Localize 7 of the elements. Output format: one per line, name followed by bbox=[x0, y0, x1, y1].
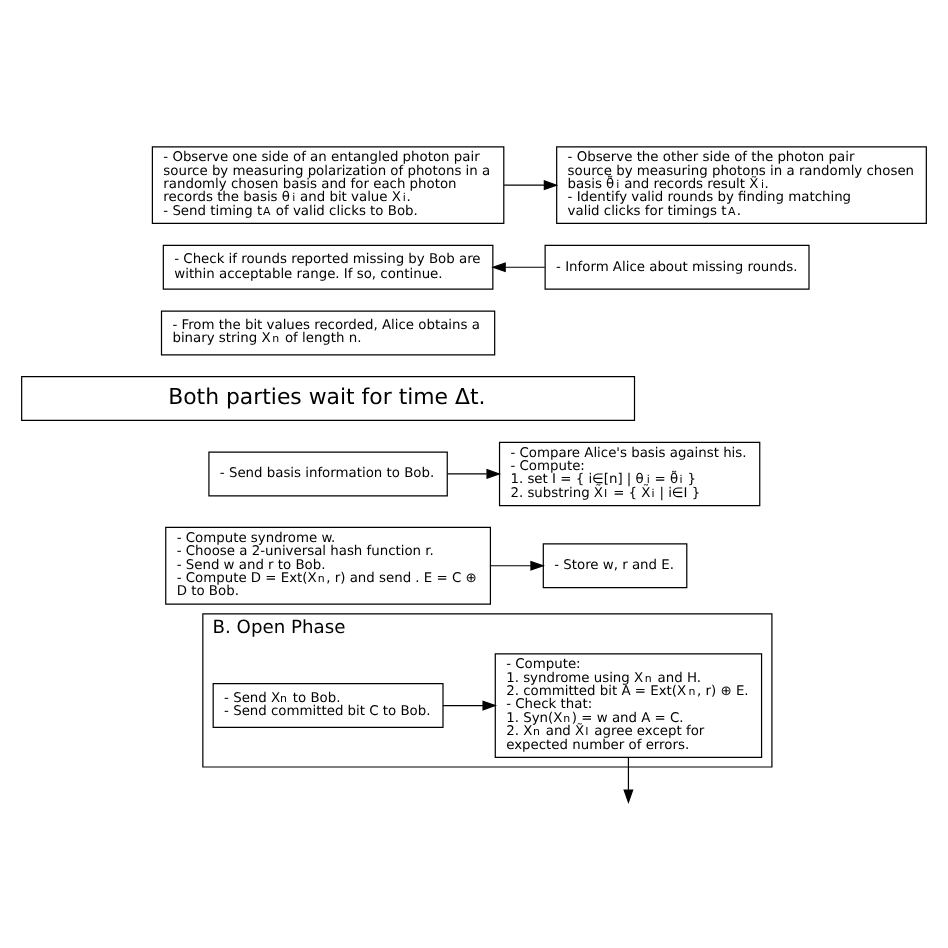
arrow bbox=[447, 467, 502, 479]
arrow bbox=[503, 179, 559, 190]
arrow bbox=[623, 755, 634, 804]
arrow bbox=[490, 559, 545, 570]
arrow bbox=[442, 699, 498, 710]
node-box: Both parties wait for time Δt. bbox=[21, 375, 636, 421]
arrow bbox=[491, 261, 546, 272]
